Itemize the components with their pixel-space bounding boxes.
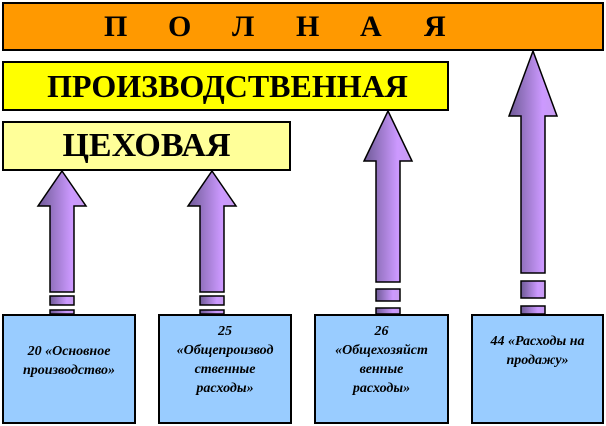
account-box-25: 25 «Общепроизвод ственные расходы» xyxy=(158,314,292,424)
account-line: продажу» xyxy=(506,353,569,368)
account-line: «Общехозяйст xyxy=(335,343,428,358)
account-line: «Общепроизвод xyxy=(176,343,274,358)
full-letter: Л xyxy=(232,9,255,43)
full-letter: А xyxy=(360,9,382,43)
account-line: расходы» xyxy=(352,381,411,396)
full-letter: Я xyxy=(424,9,446,43)
arrow-segment xyxy=(520,305,546,315)
account-box-44: 44 «Расходы на продажу» xyxy=(471,314,604,424)
account-line: 44 «Расходы на xyxy=(490,334,585,349)
arrow-segment xyxy=(49,295,75,306)
account-line: производство» xyxy=(22,363,116,378)
full-letter: П xyxy=(104,9,128,43)
account-box-20: 20 «Основное производство» xyxy=(2,314,136,424)
full-letter: О xyxy=(168,9,192,43)
production-cost-level: ПРОИЗВОДСТВЕННАЯ xyxy=(2,61,449,111)
account-line: ственные xyxy=(194,362,256,377)
up-arrow-icon xyxy=(186,169,238,293)
account-line: 26 xyxy=(374,324,389,339)
account-line: 20 «Основное xyxy=(27,344,111,359)
shop-cost-level: ЦЕХОВАЯ xyxy=(2,121,291,171)
account-line: расходы» xyxy=(196,381,254,396)
account-line: венные xyxy=(359,362,404,377)
arrow-segment xyxy=(375,288,401,302)
arrow-segment xyxy=(199,295,225,306)
up-arrow-icon xyxy=(36,169,88,293)
account-line: 25 xyxy=(218,324,232,339)
up-arrow-icon xyxy=(362,109,414,283)
full-cost-level: П О Л Н А Я xyxy=(2,2,604,51)
full-letter: Н xyxy=(296,9,320,43)
account-box-26: 26 «Общехозяйст венные расходы» xyxy=(314,314,449,424)
arrow-segment xyxy=(520,280,546,299)
up-arrow-icon xyxy=(507,48,559,274)
